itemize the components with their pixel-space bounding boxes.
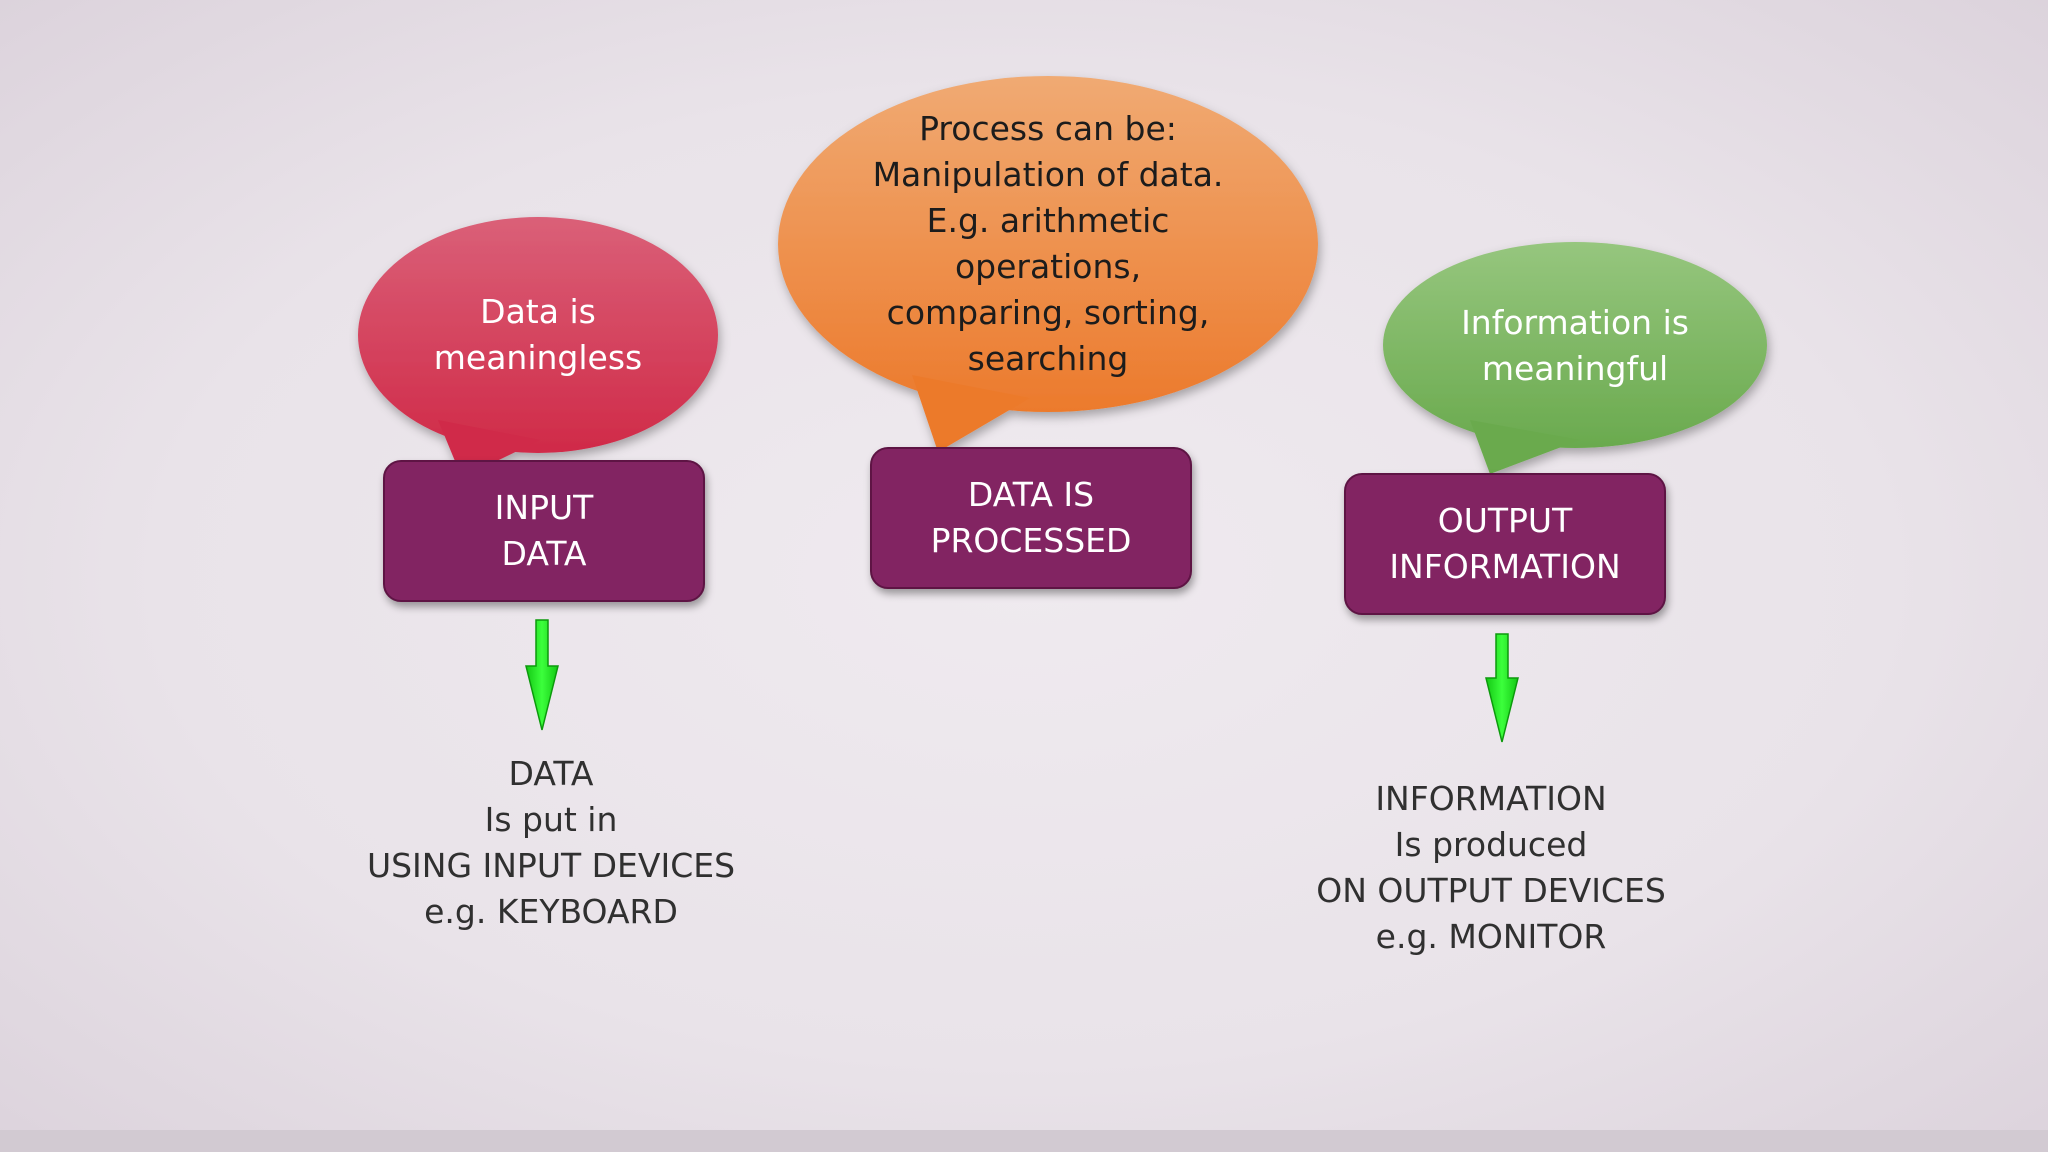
input-data-box: INPUT DATA [383,460,705,602]
output-caption: INFORMATION Is produced ON OUTPUT DEVICE… [1271,776,1711,960]
input-box-line-2: DATA [501,534,587,573]
input-caption: DATA Is put in USING INPUT DEVICES e.g. … [331,751,771,935]
input-caption-line-1: DATA [508,754,594,793]
process-bubble-line-2: Manipulation of data. [872,155,1224,194]
processed-box-line-2: PROCESSED [930,521,1132,560]
output-caption-line-1: INFORMATION [1375,779,1607,818]
output-caption-line-4: e.g. MONITOR [1375,917,1607,956]
output-box-line-2: INFORMATION [1389,547,1621,586]
information-bubble-line-2: meaningful [1481,349,1669,388]
output-caption-line-2: Is produced [1394,825,1588,864]
output-down-arrow [1485,633,1519,743]
output-caption-line-3: ON OUTPUT DEVICES [1316,871,1666,910]
input-box-line-1: INPUT [494,488,594,527]
process-bubble-line-5: comparing, sorting, [886,293,1210,332]
input-caption-line-4: e.g. KEYBOARD [424,892,678,931]
data-bubble-line-1: Data is [480,292,596,331]
input-caption-line-3: USING INPUT DEVICES [366,846,736,885]
data-bubble-line-2: meaningless [433,338,643,377]
information-bubble-line-1: Information is [1461,303,1689,342]
process-bubble-line-1: Process can be: [919,109,1177,148]
output-box-line-1: OUTPUT [1437,501,1573,540]
information-bubble-text: Information is meaningful [1425,300,1725,392]
processed-box-line-1: DATA IS [967,475,1095,514]
input-caption-line-2: Is put in [484,800,618,839]
bottom-strip [0,1130,2048,1152]
process-bubble-text: Process can be: Manipulation of data. E.… [828,106,1268,382]
data-bubble-text: Data is meaningless [398,280,678,390]
input-down-arrow [525,619,559,731]
output-information-box: OUTPUT INFORMATION [1344,473,1666,615]
data-processed-box: DATA IS PROCESSED [870,447,1192,589]
process-bubble-line-4: operations, [954,247,1142,286]
process-bubble-line-6: searching [967,339,1129,378]
process-bubble-line-3: E.g. arithmetic [926,201,1170,240]
